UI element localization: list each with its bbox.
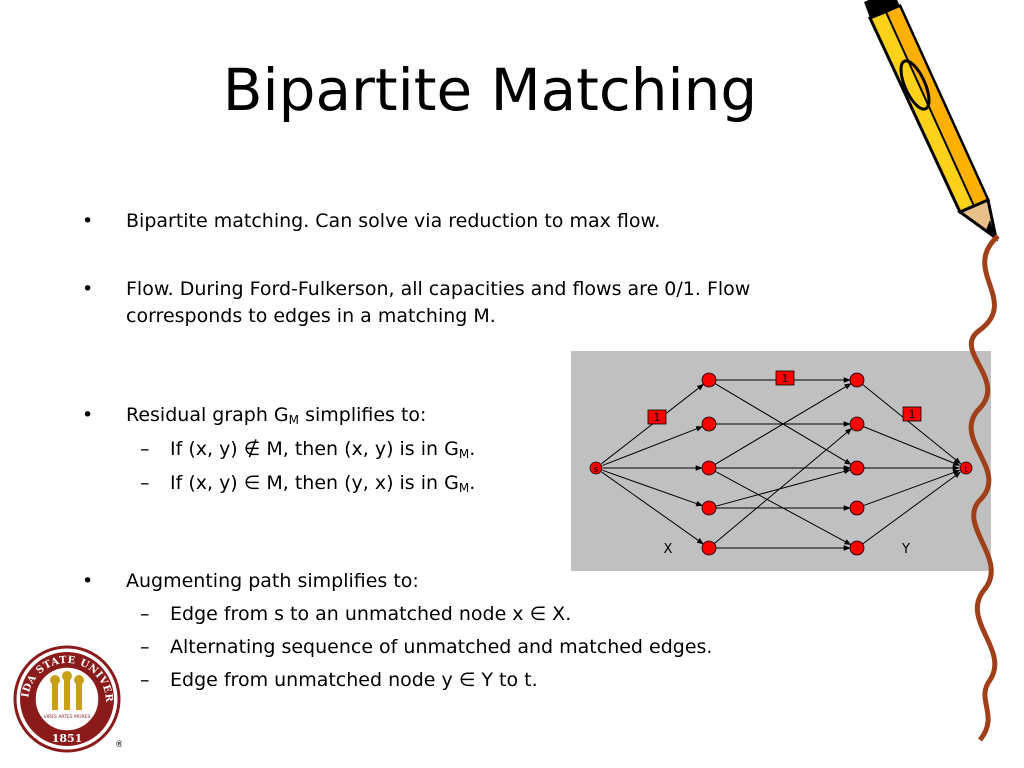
edge-group — [601, 377, 962, 551]
seal-banner: VIRES ARTES MORES — [44, 714, 91, 720]
bullet-item: • Bipartite matching. Can solve via redu… — [82, 208, 766, 235]
right-node — [849, 372, 865, 388]
text-run: Residual graph G — [126, 404, 289, 426]
dash-marker: – — [140, 603, 150, 625]
left-node — [701, 540, 717, 556]
subscript: M — [458, 447, 470, 461]
subscript: M — [288, 413, 300, 427]
flow-edge — [602, 426, 704, 466]
sub-bullet-text: If (x, y) ∉ M, then (x, y) is in GM. — [170, 436, 475, 463]
subscript: M — [458, 481, 470, 495]
left-node — [701, 500, 717, 516]
right-node — [849, 500, 865, 516]
pencil-decoration — [864, 0, 1000, 742]
sub-bullet-text: Alternating sequence of unmatched and ma… — [170, 636, 713, 658]
flow-edge — [601, 471, 704, 545]
ribbon-squiggle — [968, 234, 1000, 742]
bullet-text: Bipartite matching. Can solve via reduct… — [126, 210, 661, 232]
bullet-text: Flow. During Ford-Fulkerson, all capacit… — [126, 276, 766, 329]
flow-edge — [714, 428, 853, 544]
flow-edge — [862, 384, 962, 465]
registered-mark: ® — [115, 740, 122, 750]
bullet-text: Residual graph GM simplifies to: — [126, 402, 766, 429]
sub-bullet-item: – Alternating sequence of unmatched and … — [140, 634, 712, 661]
sub-bullet-item: – If (x, y) ∉ M, then (x, y) is in GM. — [140, 436, 475, 463]
bullet-marker: • — [82, 404, 94, 426]
sub-bullet-item: – If (x, y) ∈ M, then (y, x) is in GM. — [140, 470, 475, 497]
text-run: . — [469, 438, 476, 460]
right-node — [849, 460, 865, 476]
flow-badge: 1 — [775, 370, 795, 386]
flow-edge — [862, 471, 961, 545]
bullet-text-line: Flow. During Ford-Fulkerson, all capacit… — [126, 278, 751, 300]
sub-bullet-text: If (x, y) ∈ M, then (y, x) is in GM. — [170, 470, 475, 497]
source-node — [589, 461, 603, 475]
partition-y-label: Y — [901, 542, 910, 557]
sub-bullet-text: Edge from s to an unmatched node x ∈ X. — [170, 603, 572, 625]
right-node — [849, 540, 865, 556]
pencil-icon — [864, 0, 999, 242]
left-node — [701, 460, 717, 476]
torch-icon — [50, 671, 84, 710]
right-node — [849, 416, 865, 432]
bullet-marker: • — [82, 570, 94, 592]
left-node — [701, 372, 717, 388]
bullet-marker: • — [82, 278, 94, 300]
partition-x-label: X — [664, 542, 673, 557]
flow-network-diagram: 1 1 1 s t X Y — [571, 351, 991, 571]
sub-bullet-item: – Edge from unmatched node y ∈ Y to t. — [140, 667, 538, 694]
sub-bullet-text: Edge from unmatched node y ∈ Y to t. — [170, 669, 538, 691]
bullet-text: Augmenting path simplifies to: — [126, 570, 419, 592]
sink-label: t — [964, 465, 968, 475]
dash-marker: – — [140, 472, 150, 494]
flow-edge — [715, 468, 851, 507]
text-run: simplifies to: — [299, 404, 427, 426]
slide-title: Bipartite Matching — [222, 56, 758, 124]
sub-bullet-item: – Edge from s to an unmatched node x ∈ X… — [140, 601, 571, 628]
bullet-text-line: corresponds to edges in a matching M. — [126, 304, 496, 327]
flow-badge: 1 — [647, 409, 667, 425]
bullet-item: • Residual graph GM simplifies to: — [82, 402, 766, 429]
text-run: If (x, y) ∉ M, then (x, y) is in G — [170, 438, 459, 460]
flow-edge — [714, 383, 852, 465]
flow-badge: 1 — [902, 406, 922, 422]
svg-text:1: 1 — [654, 411, 661, 424]
bullet-item: • Flow. During Ford-Fulkerson, all capac… — [82, 276, 766, 329]
dash-marker: – — [140, 636, 150, 658]
svg-text:1: 1 — [782, 372, 789, 385]
seal-year: 1851 — [52, 732, 83, 745]
source-label: s — [594, 465, 599, 475]
diagram-background — [571, 351, 991, 571]
sink-node — [959, 461, 973, 475]
svg-text:1: 1 — [909, 408, 916, 421]
dash-marker: – — [140, 438, 150, 460]
text-run: If (x, y) ∈ M, then (y, x) is in G — [170, 472, 459, 494]
left-node — [701, 416, 717, 432]
flow-edge — [602, 469, 704, 507]
bullet-item: • Augmenting path simplifies to: — [82, 568, 766, 595]
node-group — [589, 372, 973, 556]
university-seal-logo: FLORIDA STATE UNIVERSITY VIRES ARTES MOR… — [12, 644, 122, 753]
text-run: . — [469, 472, 476, 494]
bullet-marker: • — [82, 210, 94, 232]
flow-edge — [863, 469, 961, 507]
dash-marker: – — [140, 669, 150, 691]
flow-edge — [863, 426, 961, 466]
